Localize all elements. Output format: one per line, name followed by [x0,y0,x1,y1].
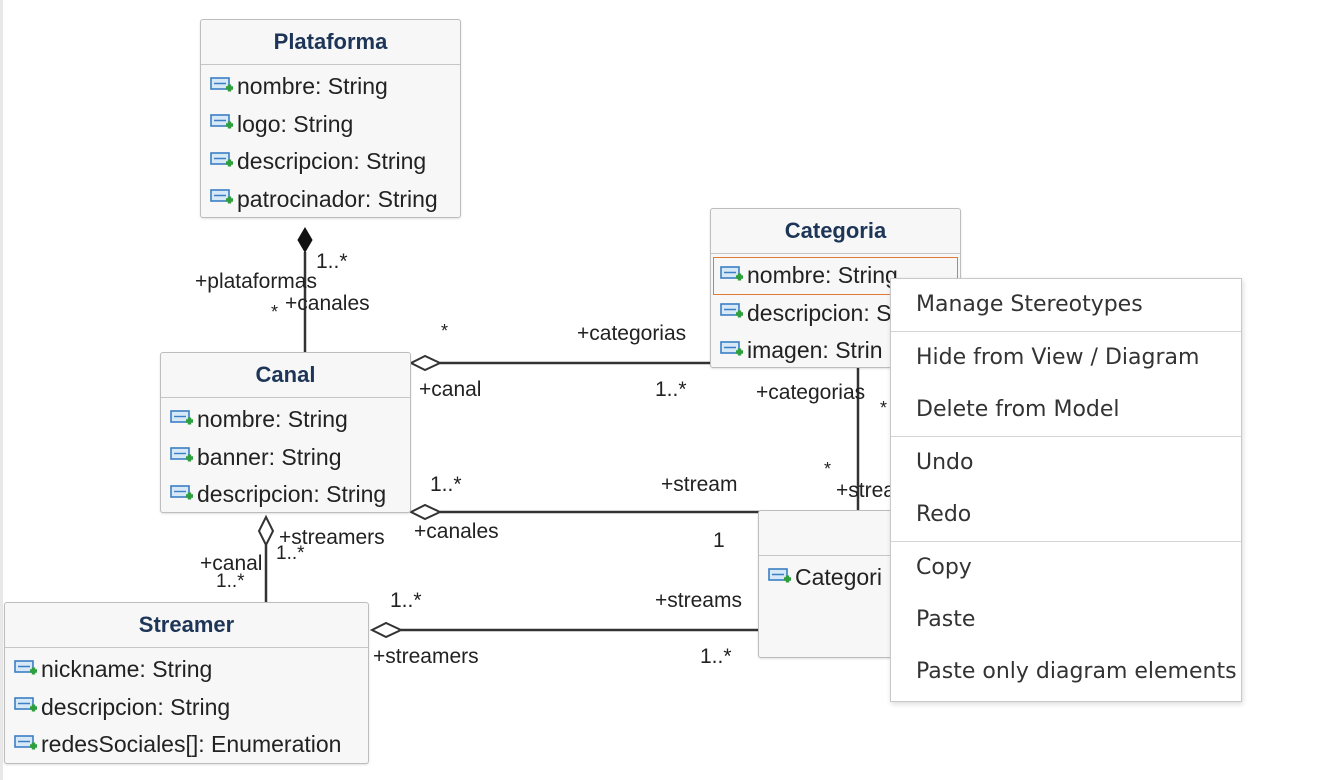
role-label: +canales [285,292,370,315]
menu-item-paste[interactable]: Paste [916,607,976,632]
multiplicity-label: 1..* [655,378,687,401]
attribute-label: redesSociales[]: Enumeration [41,731,342,758]
attribute-label: Categori [795,564,882,591]
menu-item-paste-diagram-elements[interactable]: Paste only diagram elements [916,659,1237,684]
attribute-label: descripcion: String [237,148,427,175]
menu-separator [891,436,1241,437]
attribute-label: nombre: String [237,73,388,100]
attribute-row[interactable]: nombre: String [201,68,460,106]
role-label: +strea [836,479,895,502]
class-name: Categoria [711,209,960,254]
attribute-row[interactable]: redesSociales[]: Enumeration [5,726,368,763]
role-label: +categorias [577,322,687,345]
multiplicity-label: 1 [713,529,725,552]
attribute-row-selected[interactable]: nombre: String [713,257,958,295]
attribute-row[interactable]: nickname: String [5,651,368,689]
attribute-label: nombre: String [747,262,898,289]
attribute-row[interactable]: patrocinador: String [201,181,460,218]
attribute-add-icon [210,76,233,92]
attribute-add-icon [210,151,233,167]
class-canal[interactable]: Canal nombre: String banner: String desc… [160,352,411,513]
multiplicity-label: 1..* [276,543,305,564]
menu-separator [891,331,1241,332]
class-plataforma[interactable]: Plataforma nombre: String logo: String d… [200,19,461,218]
attribute-add-icon [170,409,193,425]
attribute-add-icon [170,484,193,500]
attribute-row[interactable]: descripcion: String [5,689,368,727]
attribute-add-icon [14,697,37,712]
attribute-row[interactable]: banner: String [161,439,410,477]
role-label: +canal [419,378,482,401]
aggregation-diamond-canal-stream [408,503,443,521]
multiplicity-label: * [271,302,279,322]
class-name: Canal [161,353,410,398]
multiplicity-label: * [880,398,888,418]
role-label: +canales [414,520,499,543]
attribute-row[interactable]: imagen: Strin [711,332,960,367]
menu-separator [891,541,1241,542]
menu-item-redo[interactable]: Redo [916,502,972,527]
role-label: +streams [655,589,742,612]
attribute-add-icon [720,303,743,318]
multiplicity-label: 1..* [700,645,732,668]
attribute-add-icon [14,734,37,750]
attribute-row[interactable]: descripcion: String [201,143,460,181]
composition-diamond [297,227,313,253]
role-label: +categorias [756,381,866,404]
attribute-label: nickname: String [41,656,213,683]
attribute-row[interactable]: logo: String [201,106,460,144]
attribute-label: nombre: String [197,406,348,433]
attribute-add-icon [768,567,791,583]
class-name: Streamer [5,603,368,648]
menu-item-copy[interactable]: Copy [916,555,972,580]
attribute-label: descripcion: S [747,299,892,326]
attribute-add-icon [210,189,233,204]
role-label: +streamers [373,645,479,668]
multiplicity-label: 1..* [216,571,245,592]
menu-item-delete-from-model[interactable]: Delete from Model [916,397,1120,422]
multiplicity-label: 1..* [390,589,422,612]
attribute-row[interactable]: nombre: String [161,401,410,439]
class-streamer[interactable]: Streamer nickname: String descripcion: S… [4,602,369,764]
attribute-row[interactable]: descripcion: String [161,476,410,512]
menu-item-manage-stereotypes[interactable]: Manage Stereotypes [916,292,1143,317]
menu-item-hide-from-view[interactable]: Hide from View / Diagram [916,345,1200,370]
attribute-add-icon [14,659,37,675]
aggregation-diamond-canal-streamer [257,514,275,548]
attribute-add-icon [720,265,743,281]
attribute-label: imagen: Strin [747,337,883,364]
multiplicity-label: * [824,459,832,479]
attribute-add-icon [720,340,743,356]
aggregation-diamond-streamer-stream [369,621,404,639]
role-label: +plataformas [195,270,317,293]
context-menu: Manage Stereotypes Hide from View / Diag… [890,278,1242,702]
attribute-row[interactable]: descripcion: S [711,295,960,333]
menu-item-undo[interactable]: Undo [916,450,974,475]
multiplicity-label: 1..* [316,250,348,273]
canvas-left-border [0,0,3,780]
multiplicity-label: * [441,321,449,341]
aggregation-diamond-canal-categoria [408,354,443,372]
attribute-label: logo: String [237,110,354,137]
class-name: Plataforma [201,20,460,65]
attribute-label: patrocinador: String [237,185,438,212]
attribute-label: descripcion: String [197,481,387,508]
role-label: +canal [200,552,263,575]
attribute-label: descripcion: String [41,693,231,720]
attribute-label: banner: String [197,443,342,470]
role-label: +stream [661,473,738,496]
attribute-row[interactable]: Categori [759,559,927,597]
role-label: +streamers [279,526,385,549]
attribute-add-icon [210,114,233,129]
multiplicity-label: 1..* [430,473,462,496]
attribute-add-icon [170,447,193,462]
